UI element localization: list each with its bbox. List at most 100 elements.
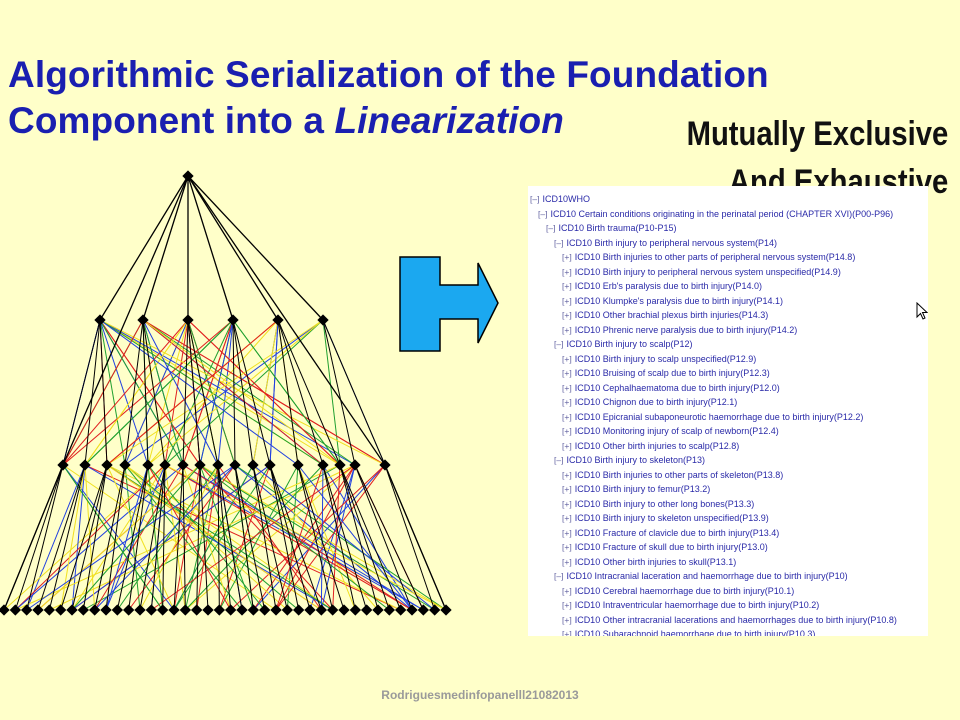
expand-toggle-icon[interactable]: [+]	[562, 252, 572, 262]
tree-item[interactable]: [+]ICD10 Phrenic nerve paralysis due to …	[562, 323, 797, 337]
tree-item[interactable]: [+]ICD10 Cephalhaematoma due to birth in…	[562, 381, 780, 395]
tree-item[interactable]: [+]ICD10 Erb's paralysis due to birth in…	[562, 279, 762, 293]
tree-item[interactable]: [+]ICD10 Fracture of skull due to birth …	[562, 540, 768, 554]
tree-item[interactable]: [+]ICD10 Intraventricular haemorrhage du…	[562, 598, 819, 612]
graph-node	[229, 459, 241, 471]
graph-edge	[187, 319, 219, 466]
tree-item[interactable]: [–]ICD10 Intracranial laceration and hae…	[554, 569, 848, 583]
tree-item[interactable]: [+]ICD10 Cerebral haemorrhage due to bir…	[562, 584, 794, 598]
graph-edge	[106, 319, 324, 466]
graph-node	[259, 604, 271, 616]
tree-item-label: ICD10 Certain conditions originating in …	[550, 208, 894, 219]
graph-node	[317, 459, 329, 471]
tree-item[interactable]: [+]ICD10 Birth injury to other long bone…	[562, 497, 754, 511]
graph-edge	[142, 319, 324, 466]
collapse-toggle-icon[interactable]: [–]	[530, 194, 540, 204]
tree-item[interactable]: [+]ICD10 Other brachial plexus birth inj…	[562, 308, 768, 322]
collapse-toggle-icon[interactable]: [–]	[554, 455, 564, 465]
expand-toggle-icon[interactable]: [+]	[562, 542, 572, 552]
tree-item[interactable]: [+]ICD10 Birth injuries to other parts o…	[562, 250, 855, 264]
tree-item[interactable]: [+]ICD10 Monitoring injury of scalp of n…	[562, 424, 779, 438]
expand-toggle-icon[interactable]: [+]	[562, 426, 572, 436]
graph-node	[159, 459, 171, 471]
graph-node	[134, 604, 146, 616]
tree-item[interactable]: [–]ICD10 Birth injury to skeleton(P13)	[554, 453, 705, 467]
tree-item[interactable]: [+]ICD10 Birth injury to peripheral nerv…	[562, 265, 841, 279]
expand-toggle-icon[interactable]: [+]	[562, 382, 572, 393]
graph-edge	[297, 464, 334, 611]
tree-item[interactable]: [+]ICD10 Chignon due to birth injury(P12…	[562, 395, 737, 409]
graph-edge	[105, 464, 149, 611]
tree-item[interactable]: [+]ICD10 Other intracranial lacerations …	[562, 613, 897, 627]
collapse-toggle-icon[interactable]: [–]	[554, 339, 564, 349]
tree-item[interactable]: [+]ICD10 Subarachnoid haemorrhage due to…	[562, 627, 815, 636]
collapse-toggle-icon[interactable]: [–]	[554, 571, 564, 581]
graph-node	[145, 604, 157, 616]
graph-node	[383, 604, 395, 616]
expand-toggle-icon[interactable]: [+]	[562, 397, 572, 407]
graph-edge	[99, 319, 149, 466]
graph-edge	[322, 464, 368, 611]
collapse-toggle-icon[interactable]: [–]	[546, 223, 556, 233]
graph-edge	[26, 464, 64, 611]
expand-toggle-icon[interactable]: [+]	[562, 324, 572, 335]
expand-toggle-icon[interactable]: [+]	[562, 281, 572, 291]
graph-edge	[297, 464, 413, 611]
title-line-2-prefix: Component into a	[8, 100, 335, 141]
tree-item-label: ICD10 Subarachnoid haemorrhage due to bi…	[574, 629, 816, 636]
footer-text: Rodriguesmedinfopanelll21082013	[381, 688, 579, 702]
tree-item[interactable]: [+]ICD10 Epicranial subaponeurotic haemo…	[562, 410, 863, 424]
tree-item[interactable]: [+]ICD10 Fracture of clavicle due to bir…	[562, 526, 779, 540]
graph-edge	[322, 319, 356, 466]
icd-tree-panel[interactable]: [–]ICD10WHO[–]ICD10 Certain conditions o…	[528, 186, 928, 636]
graph-edge	[234, 464, 447, 611]
expand-toggle-icon[interactable]: [+]	[562, 310, 572, 320]
expand-toggle-icon[interactable]: [+]	[562, 484, 572, 494]
tree-item-label: ICD10 Klumpke's paralysis due to birth i…	[574, 295, 783, 306]
expand-toggle-icon[interactable]: [+]	[562, 353, 572, 364]
expand-toggle-icon[interactable]: [+]	[562, 585, 572, 596]
tree-item[interactable]: [+]ICD10 Klumpke's paralysis due to birt…	[562, 294, 783, 308]
expand-toggle-icon[interactable]: [+]	[562, 469, 572, 480]
expand-toggle-icon[interactable]: [+]	[562, 440, 572, 451]
collapse-toggle-icon[interactable]: [–]	[554, 237, 564, 248]
tree-item[interactable]: [+]ICD10 Other birth injuries to skull(P…	[562, 555, 736, 569]
expand-toggle-icon[interactable]: [+]	[562, 556, 572, 567]
tree-item[interactable]: [+]ICD10 Birth injuries to other parts o…	[562, 468, 783, 482]
expand-toggle-icon[interactable]: [+]	[562, 266, 572, 277]
tree-item[interactable]: [+]ICD10 Birth injury to scalp unspecifi…	[562, 352, 756, 366]
tree-item-label: ICD10 Fracture of clavicle due to birth …	[574, 527, 780, 538]
tree-item[interactable]: [+]ICD10 Birth injury to skeleton unspec…	[562, 511, 769, 525]
graph-node	[406, 604, 418, 616]
expand-toggle-icon[interactable]: [+]	[562, 411, 572, 422]
graph-node	[157, 604, 169, 616]
expand-toggle-icon[interactable]: [+]	[562, 368, 572, 378]
collapse-toggle-icon[interactable]: [–]	[538, 208, 548, 219]
expand-toggle-icon[interactable]: [+]	[562, 614, 572, 625]
expand-toggle-icon[interactable]: [+]	[562, 629, 572, 636]
graph-node	[247, 459, 259, 471]
right-arrow-shape	[399, 256, 499, 352]
tree-item[interactable]: [–]ICD10 Certain conditions originating …	[538, 207, 893, 221]
expand-toggle-icon[interactable]: [+]	[562, 527, 572, 538]
graph-edge	[164, 464, 413, 611]
tree-item-label: ICD10WHO	[542, 194, 590, 204]
tree-item[interactable]: [–]ICD10 Birth trauma(P10-P15)	[546, 221, 677, 235]
tree-item[interactable]: [–]ICD10WHO	[530, 192, 590, 206]
tree-item[interactable]: [+]ICD10 Other birth injuries to scalp(P…	[562, 439, 739, 453]
graph-node	[213, 604, 225, 616]
tree-item[interactable]: [+]ICD10 Bruising of scalp due to birth …	[562, 366, 770, 380]
expand-toggle-icon[interactable]: [+]	[562, 513, 572, 523]
expand-toggle-icon[interactable]: [+]	[562, 295, 572, 306]
graph-edge	[217, 464, 220, 611]
tree-item[interactable]: [+]ICD10 Birth injury to femur(P13.2)	[562, 482, 710, 496]
graph-edge	[384, 464, 447, 611]
graph-edge	[232, 319, 236, 466]
graph-edge	[37, 464, 86, 611]
expand-toggle-icon[interactable]: [+]	[562, 498, 572, 509]
graph-node	[247, 604, 259, 616]
graph-edge	[62, 464, 277, 611]
tree-item[interactable]: [–]ICD10 Birth injury to scalp(P12)	[554, 337, 693, 351]
expand-toggle-icon[interactable]: [+]	[562, 600, 572, 610]
tree-item[interactable]: [–]ICD10 Birth injury to peripheral nerv…	[554, 236, 777, 250]
